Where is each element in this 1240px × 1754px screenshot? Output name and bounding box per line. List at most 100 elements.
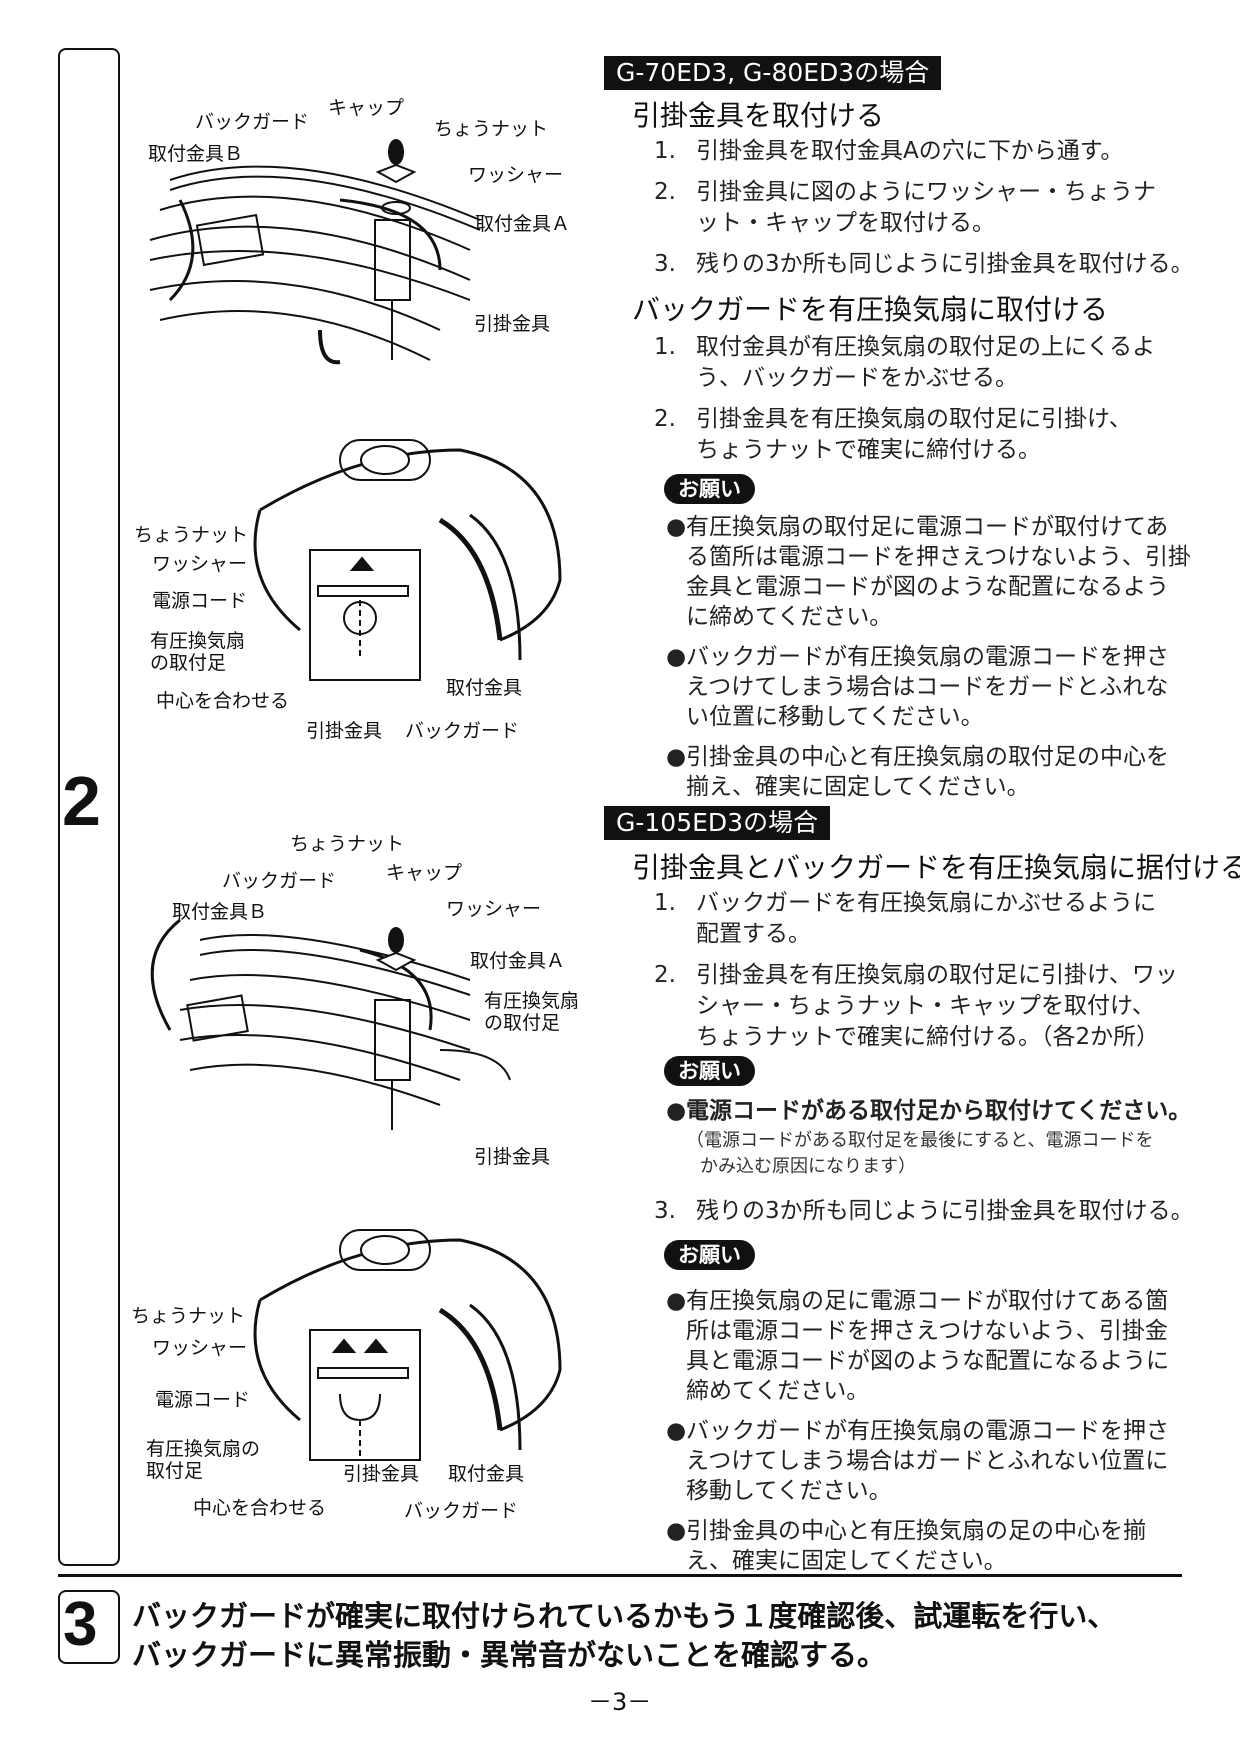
fig3-label-fan-foot-2: の取付足 — [484, 1012, 561, 1034]
b-items-item-1: 2. 引掛金具を有圧換気扇の取付足に引掛け、ワッシャー・ちょうナット・キャップを取… — [654, 960, 1178, 1053]
a-h1-items-item-1: 2.引掛金具に図のようにワッシャー・ちょうナット・キャップを取付ける。 — [654, 177, 1156, 239]
figure-1-illustration — [149, 139, 481, 365]
fig1-label-bracket-a: 取付金具Ａ — [475, 213, 571, 235]
step-3-line-2: バックガードに異常振動・異常音がないことを確認する。 — [132, 1638, 887, 1672]
item-number: 1. — [654, 138, 676, 164]
step-3-number: 3 — [63, 1590, 98, 1659]
fig3-label-fan-foot-1: 有圧換気扇 — [484, 990, 580, 1012]
b-bullets-item-0: ●有圧換気扇の足に電源コードが取付けてある箇所は電源コードを押さえつけないよう、… — [666, 1286, 1169, 1406]
item-text-cont: 具と電源コードが図のような配置になるように — [686, 1348, 1169, 1374]
item-text-cont: えつけてしまう場合はコードをガードとふれな — [686, 674, 1169, 700]
item-number: 2. — [654, 962, 676, 988]
item-text: バックガードが有圧換気扇の電源コードを押さ — [686, 1418, 1169, 1444]
fig1-label-cap: キャップ — [328, 97, 405, 119]
note-line-2: かみ込む原因になります） — [700, 1156, 916, 1177]
item-text: 引掛金具の中心と有圧換気扇の取付足の中心を — [686, 744, 1169, 770]
item-text-cont: シャー・ちょうナット・キャップを取付け、 — [696, 993, 1155, 1019]
fig1-label-washer: ワッシャー — [468, 164, 564, 186]
bold-bullet: ●電源コードがある取付足から取付けてください。 — [666, 1098, 1192, 1124]
item-text-cont: 金具と電源コードが図のような配置になるよう — [686, 574, 1169, 600]
a-h1-items-item-2: 3. 残りの3か所も同じように引掛金具を取付ける。 — [654, 249, 1194, 280]
item-text-cont: 揃え、確実に固定してください。 — [686, 774, 1030, 800]
fig3-label-cap: キャップ — [386, 862, 463, 884]
item-number: 2. — [654, 406, 676, 432]
section-a-heading-2: バックガードを有圧換気扇に取付ける — [632, 293, 1109, 326]
item-text: バックガードが有圧換気扇の電源コードを押さ — [686, 644, 1169, 670]
item-text: 引掛金具に図のようにワッシャー・ちょうナ — [696, 179, 1156, 205]
a-h2-items-item-0: 1. 取付金具が有圧換気扇の取付足の上にくるよう、バックガードをかぶせる。 — [654, 332, 1155, 394]
item-text-cont: 締めてください。 — [686, 1378, 870, 1404]
bullet-marker: ● — [666, 1518, 687, 1544]
note-line-1: （電源コードがある取付足を最後にすると、電源コードを — [686, 1130, 1154, 1151]
item-text: 取付金具が有圧換気扇の取付足の上にくるよ — [696, 334, 1156, 360]
fig1-label-back-guard: バックガード — [195, 111, 310, 133]
bullet-marker: ● — [666, 514, 687, 540]
fig4-label-fan-foot-2: 取付足 — [146, 1460, 204, 1482]
item-text-cont: ちょうナットで確実に締付ける。 — [696, 437, 1041, 463]
fig3-label-bracket-b: 取付金具Ｂ — [172, 901, 268, 923]
item-text-cont: 配置する。 — [696, 921, 811, 947]
a-h2-items-item-1: 2. 引掛金具を有圧換気扇の取付足に引掛け、ちょうナットで確実に締付ける。 — [654, 404, 1132, 466]
page-number: －3－ — [588, 1688, 652, 1716]
fig3-label-washer: ワッシャー — [446, 898, 542, 920]
fig4-label-wing-nut: ちょうナット — [131, 1305, 246, 1327]
section-a-heading-1: 引掛金具を取付ける — [632, 99, 885, 132]
a-h1-items-item-0: 1. 引掛金具を取付金具Aの穴に下から通す。 — [654, 136, 1123, 167]
section-b-heading: 引掛金具とバックガードを有圧換気扇に据付ける — [632, 851, 1240, 884]
a-bullets-item-2: ●引掛金具の中心と有圧換気扇の取付足の中心を揃え、確実に固定してください。 — [666, 742, 1169, 802]
fig2-label-align: 中心を合わせる — [156, 690, 290, 712]
fig1-label-bracket-b: 取付金具Ｂ — [148, 143, 244, 165]
fig3-label-bracket-a: 取付金具Ａ — [470, 950, 566, 972]
item-text-cont: ット・キャップを取付ける。 — [696, 210, 995, 236]
item-text: バックガードを有圧換気扇にかぶせるように — [696, 890, 1156, 916]
item-text: 残りの3か所も同じように引掛金具を取付ける。 — [696, 251, 1194, 277]
item-text: 有圧換気扇の足に電源コードが取付けてある箇 — [686, 1288, 1169, 1314]
fig1-label-hook: 引掛金具 — [474, 313, 551, 335]
item-text-cont: えつけてしまう場合はガードとふれない位置に — [686, 1448, 1169, 1474]
step-2-box — [58, 48, 120, 1566]
caution-pill-b1: お願い — [664, 1056, 755, 1086]
item-text-cont: 所は電源コードを押さえつけないよう、引掛金 — [686, 1318, 1168, 1344]
fig4-label-power-cord: 電源コード — [155, 1389, 251, 1411]
step-3-line-1: バックガードが確実に取付けられているかもう１度確認後、試運転を行い、 — [132, 1599, 1117, 1633]
item-text: 残りの3か所も同じように引掛金具を取付ける。 — [696, 1198, 1194, 1224]
fig4-label-washer: ワッシャー — [152, 1337, 248, 1359]
item-text-cont: ちょうナットで確実に締付ける。（各2か所） — [696, 1024, 1160, 1050]
a-bullets-item-0: ●有圧換気扇の取付足に電源コードが取付けてある箇所は電源コードを押さえつけないよ… — [666, 512, 1191, 632]
fig2-label-fan-foot-2: の取付足 — [150, 652, 227, 674]
bullet-marker: ● — [666, 744, 687, 770]
item-text-cont: う、バックガードをかぶせる。 — [696, 365, 1018, 391]
item-text-cont: に締めてください。 — [686, 604, 893, 630]
item-number: 3. — [654, 251, 676, 277]
section-b-band: G-105ED3の場合 — [604, 806, 831, 840]
fig4-label-bracket: 取付金具 — [448, 1463, 525, 1485]
item-number: 3. — [654, 1198, 676, 1224]
fig3-label-hook: 引掛金具 — [474, 1146, 551, 1168]
fig3-label-wing-nut: ちょうナット — [290, 833, 405, 855]
figure-3-illustration — [150, 918, 511, 1130]
item-text-cont: い位置に移動してください。 — [686, 704, 984, 730]
item-text: 有圧換気扇の取付足に電源コードが取付けてあ — [686, 514, 1169, 540]
fig2-label-washer: ワッシャー — [152, 553, 248, 575]
fig2-label-power-cord: 電源コード — [152, 590, 248, 612]
fig1-label-wing-nut: ちょうナット — [434, 118, 549, 140]
fig2-label-fan-foot-1: 有圧換気扇 — [150, 630, 246, 652]
b-items-item-0: 1.バックガードを有圧換気扇にかぶせるように配置する。 — [654, 888, 1156, 950]
figure-4-illustration — [253, 1229, 562, 1461]
item-text: 引掛金具を取付金具Aの穴に下から通す。 — [696, 138, 1124, 164]
figure-2-illustration — [253, 439, 562, 681]
step-3-box — [58, 1590, 120, 1664]
section-divider — [58, 1574, 1182, 1577]
b-item-3: 3. 残りの3か所も同じように引掛金具を取付ける。 — [654, 1196, 1194, 1227]
b-bullets-item-1: ●バックガードが有圧換気扇の電源コードを押さえつけてしまう場合はガードとふれない… — [666, 1416, 1169, 1506]
fig4-label-hook: 引掛金具 — [343, 1463, 420, 1485]
fig2-label-back-guard: バックガード — [405, 720, 520, 742]
item-text-cont: 移動してください。 — [686, 1478, 892, 1504]
item-number: 1. — [654, 334, 676, 360]
item-text: 引掛金具を有圧換気扇の取付足に引掛け、ワッ — [696, 962, 1178, 988]
a-bullets-item-1: ●バックガードが有圧換気扇の電源コードを押さえつけてしまう場合はコードをガードと… — [666, 642, 1169, 732]
fig3-label-back-guard: バックガード — [222, 870, 337, 892]
item-text: 引掛金具を有圧換気扇の取付足に引掛け、 — [696, 406, 1132, 432]
b-bullets-item-2: ●引掛金具の中心と有圧換気扇の足の中心を揃え、確実に固定してください。 — [666, 1516, 1146, 1576]
step-2-number: 2 — [62, 762, 101, 840]
